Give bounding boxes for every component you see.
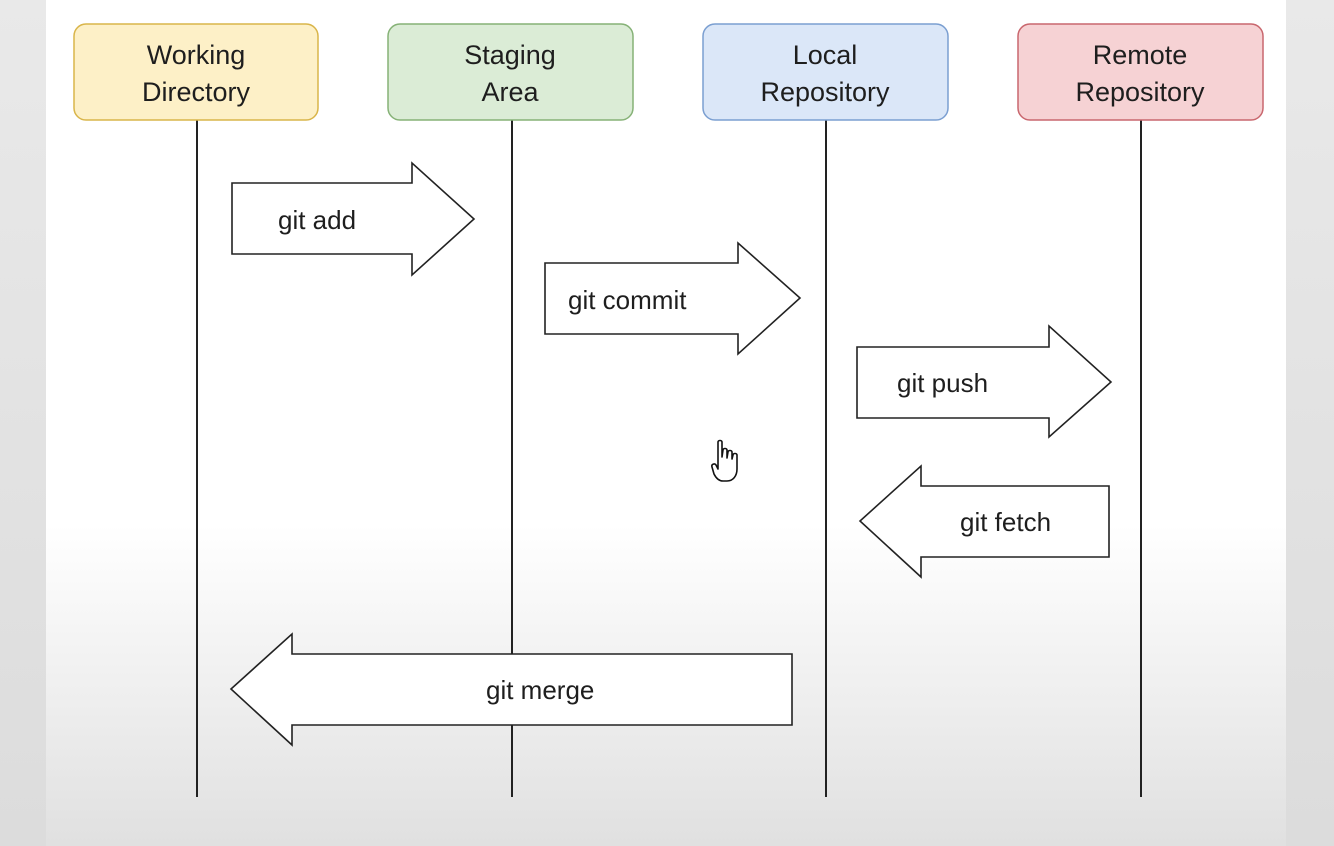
lane-box-staging-area [387, 23, 634, 121]
lane-label-line1: Staging [464, 40, 556, 70]
lane-label-line2: Directory [142, 77, 251, 107]
lane-box-remote-repository [1017, 23, 1264, 121]
lane-box-working-directory [73, 23, 319, 121]
right-arrow-shape [544, 241, 802, 356]
lane-label-line2: Repository [760, 77, 890, 107]
lane-local-repository: Local Repository [702, 23, 949, 121]
lane-box-local-repository [702, 23, 949, 121]
lane-label-line1: Remote [1093, 40, 1188, 70]
arrow-git-commit: git commit [544, 241, 802, 356]
lane-label-line1: Local [793, 40, 858, 70]
command-label: git commit [568, 285, 687, 315]
command-label: git merge [486, 675, 594, 705]
right-arrow-shape [856, 324, 1113, 439]
hand-pointer-icon [711, 439, 738, 482]
right-arrow-shape [231, 161, 476, 277]
arrow-git-add: git add [231, 161, 476, 277]
lane-staging-area: Staging Area [387, 23, 634, 121]
left-arrow-shape [858, 464, 1110, 579]
lane-label-line2: Area [481, 77, 539, 107]
lane-working-directory: Working Directory [73, 23, 319, 121]
arrow-git-push: git push [856, 324, 1113, 439]
lane-label-line1: Working [147, 40, 246, 70]
lane-remote-repository: Remote Repository [1017, 23, 1264, 121]
command-label: git push [897, 368, 988, 398]
command-label: git fetch [960, 507, 1051, 537]
left-arrow-shape [229, 632, 793, 747]
command-label: git add [278, 205, 356, 235]
arrow-git-fetch: git fetch [858, 464, 1110, 579]
arrow-git-merge: git merge [229, 632, 793, 747]
lane-label-line2: Repository [1075, 77, 1205, 107]
